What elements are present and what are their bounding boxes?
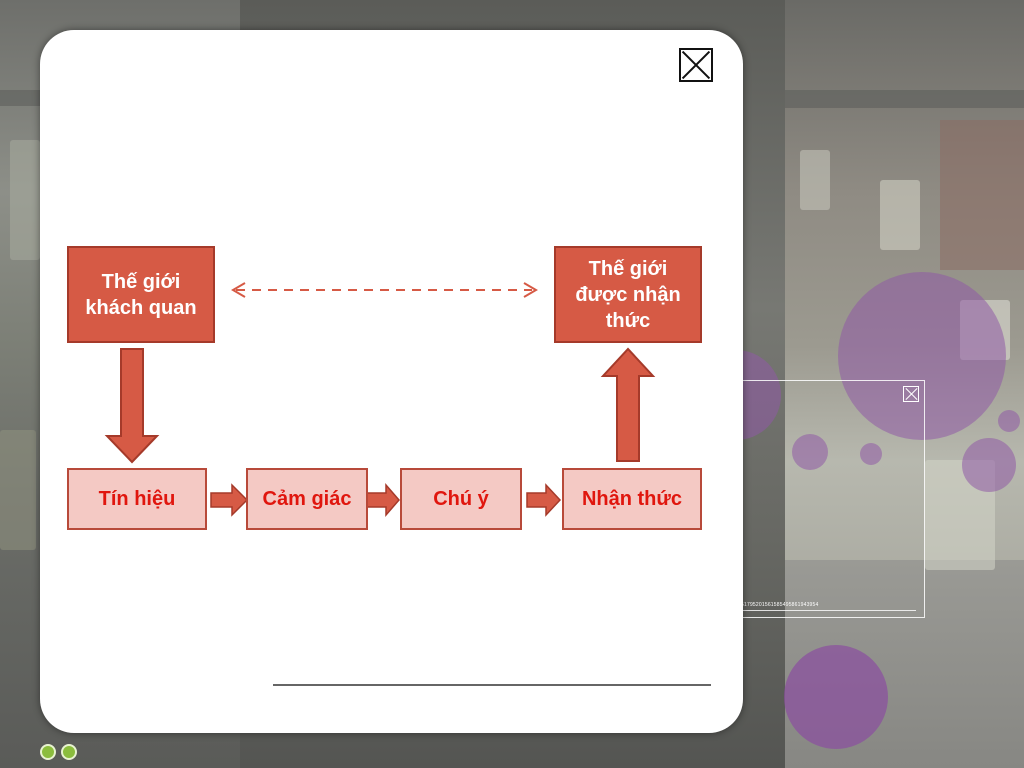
decorative-circle <box>784 645 888 749</box>
right-arrow <box>366 482 400 518</box>
thumbnail-divider <box>741 610 916 611</box>
box-sensation: Cảm giác <box>246 468 368 530</box>
box-objective-world: Thế giới khách quan <box>67 246 215 343</box>
up-arrow <box>600 347 656 462</box>
down-arrow <box>104 348 160 464</box>
thumbnail-frame: 51795201561585495861943954 <box>738 380 925 618</box>
box-signal: Tín hiệu <box>67 468 207 530</box>
background-wall <box>940 120 1024 270</box>
background-shelf <box>785 90 1024 108</box>
nav-dot-previous[interactable] <box>40 744 56 760</box>
diagram-arrows <box>104 282 656 518</box>
decorative-circle <box>962 438 1016 492</box>
box-attention: Chú ý <box>400 468 522 530</box>
close-icon[interactable] <box>679 48 713 82</box>
thumbnail-caption: 51795201561585495861943954 <box>741 602 819 608</box>
decorative-circle <box>838 272 1006 440</box>
dashed-arrowhead-right <box>523 282 538 298</box>
close-icon[interactable] <box>903 386 919 402</box>
decorative-circle <box>860 443 882 465</box>
right-arrow <box>210 483 249 517</box>
box-perceived-world: Thế giới được nhận thức <box>554 246 702 343</box>
nav-dot-next[interactable] <box>61 744 77 760</box>
content-panel: Thế giới khách quan Thế giới được nhận t… <box>40 30 743 733</box>
background-item <box>800 150 830 210</box>
dashed-arrowhead-left <box>231 282 246 298</box>
decorative-circle <box>998 410 1020 432</box>
background-item <box>10 140 40 260</box>
footer-divider <box>273 684 711 686</box>
box-cognition: Nhận thức <box>562 468 702 530</box>
right-arrow <box>526 483 562 517</box>
background-item <box>880 180 920 250</box>
background-item <box>0 430 36 550</box>
decorative-circle <box>792 434 828 470</box>
